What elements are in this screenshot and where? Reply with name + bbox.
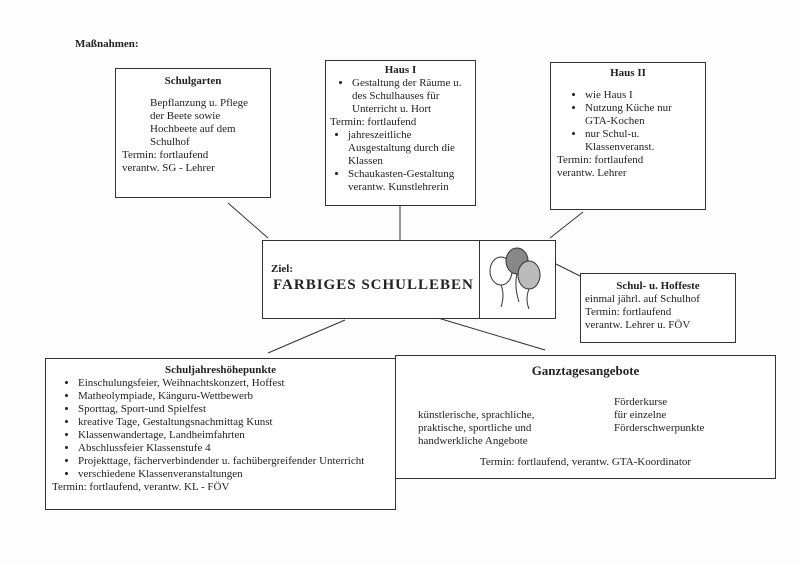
ziel-box: Ziel: FARBIGES SCHULLEBEN xyxy=(262,240,556,319)
heading: Maßnahmen: xyxy=(75,38,139,50)
list-item: nur Schul-u. Klassenveranst. xyxy=(585,128,699,154)
haus1-title: Haus I xyxy=(384,64,417,76)
connector-haus2 xyxy=(549,211,584,239)
text-line: verantw. Lehrer u. FÖV xyxy=(585,319,691,331)
list-item: Sporttag, Sport-und Spielfest xyxy=(78,403,389,416)
termin: Termin: fortlaufend xyxy=(122,149,209,161)
haus2-title: Haus II xyxy=(610,67,646,79)
list-item: kreative Tage, Gestaltungsnachmittag Kun… xyxy=(78,416,389,429)
feste-box: Schul- u. Hoffeste einmal jährl. auf Sch… xyxy=(580,273,736,343)
text-line: der Beete sowie xyxy=(150,110,221,122)
verantw: verantw. SG - Lehrer xyxy=(122,162,215,174)
text-line: für einzelne xyxy=(614,409,667,421)
list-item: verschiedene Klassenveranstaltungen xyxy=(78,468,389,481)
list-item: Gestaltung der Räume u. des Schulhauses … xyxy=(352,77,471,116)
text-line: Schulhof xyxy=(150,136,190,148)
termin: Termin: fortlaufend xyxy=(557,154,644,166)
text-line: praktische, sportliche und xyxy=(418,422,532,434)
list-item: Matheolympiade, Känguru-Wettbewerb xyxy=(78,390,389,403)
list-item: Projekttage, fächerverbindender u. fachü… xyxy=(78,455,389,468)
connector-feste xyxy=(555,263,581,277)
termin: Termin: fortlaufend, verantw. KL - FÖV xyxy=(52,481,230,493)
text-line: künstlerische, sprachliche, xyxy=(418,409,535,421)
text-line: Förderschwerpunkte xyxy=(614,422,705,434)
haus2-box: Haus II wie Haus I Nutzung Küche nur GTA… xyxy=(550,62,706,210)
ziel-title: FARBIGES SCHULLEBEN xyxy=(273,277,474,293)
list-item: Abschlussfeier Klassenstufe 4 xyxy=(78,442,389,455)
text-line: Bepflanzung u. Pflege xyxy=(150,97,249,109)
list-item: Einschulungsfeier, Weihnachtskonzert, Ho… xyxy=(78,377,389,390)
schulgarten-box: Schulgarten Bepflanzung u. Pflege der Be… xyxy=(115,68,271,198)
balloons-icon xyxy=(489,247,541,310)
verantw: verantw. Lehrer xyxy=(557,167,627,179)
text-line: einmal jährl. auf Schulhof xyxy=(585,293,700,305)
list-item: Schaukasten-Gestaltung verantw. Kunstleh… xyxy=(348,168,471,194)
schulgarten-title: Schulgarten xyxy=(164,75,222,87)
hoehepunkte-box: Schuljahreshöhepunkte Einschulungsfeier,… xyxy=(45,358,396,510)
connector-schulgarten xyxy=(227,202,269,239)
connector-ganztag xyxy=(437,317,546,351)
text-line: handwerkliche Angebote xyxy=(418,435,528,447)
hoehepunkte-title: Schuljahreshöhepunkte xyxy=(164,364,277,376)
haus1-box: Haus I Gestaltung der Räume u. des Schul… xyxy=(325,60,476,206)
text-line: Termin: fortlaufend xyxy=(585,306,672,318)
ganztag-box: Ganztagesangebote künstlerische, sprachl… xyxy=(395,355,776,479)
list-item: Nutzung Küche nur GTA-Kochen xyxy=(585,102,699,128)
text-line: Hochbeete auf dem xyxy=(150,123,236,135)
feste-title: Schul- u. Hoffeste xyxy=(616,280,700,292)
termin: Termin: fortlaufend xyxy=(330,116,417,128)
termin: Termin: fortlaufend, verantw. GTA-Koordi… xyxy=(479,456,692,468)
text-line: Förderkurse xyxy=(614,396,668,408)
list-item: Klassenwandertage, Landheimfahrten xyxy=(78,429,389,442)
list-item: jahreszeitliche Ausgestaltung durch die … xyxy=(348,129,471,168)
list-item: wie Haus I xyxy=(585,89,699,102)
ziel-label: Ziel: xyxy=(271,263,293,275)
connector-hoehepunkte xyxy=(267,319,346,354)
ganztag-title: Ganztagesangebote xyxy=(531,363,640,378)
